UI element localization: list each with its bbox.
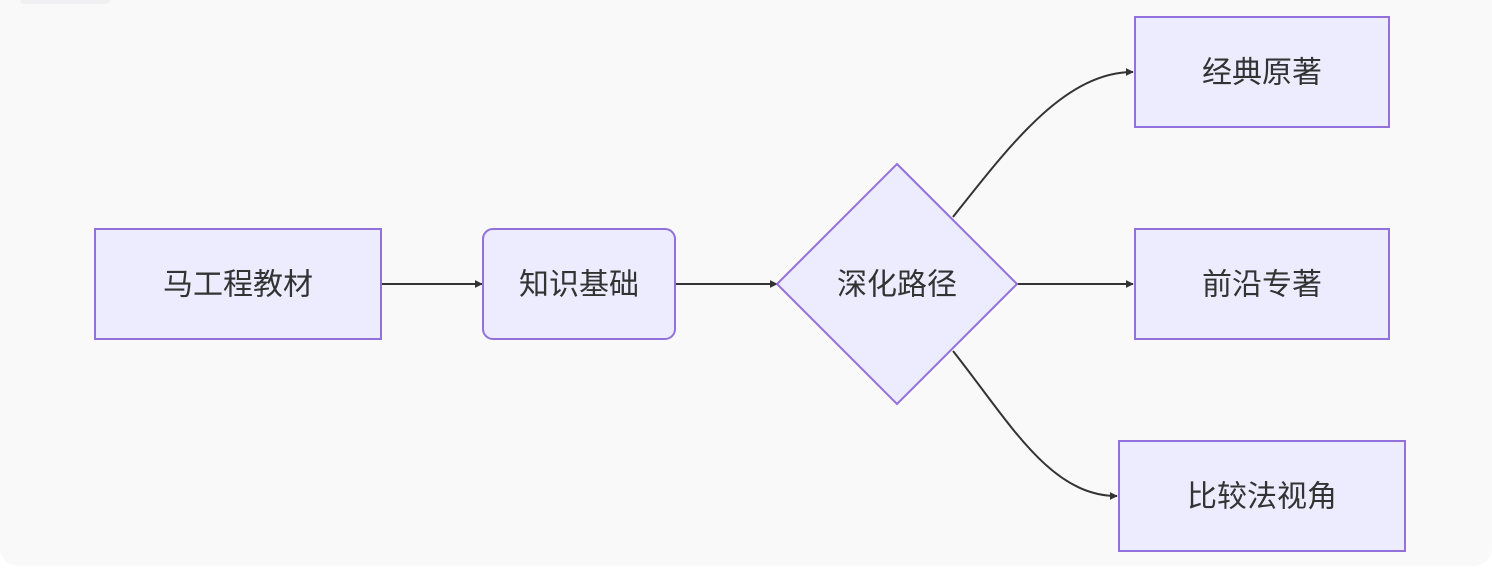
node-comparative-box <box>1118 440 1406 552</box>
node-frontier-box <box>1134 228 1390 340</box>
node-deepen[interactable]: 深化路径 <box>775 162 1019 406</box>
node-foundation-label: 知识基础 <box>519 268 639 303</box>
node-deepen-label: 深化路径 <box>837 268 957 303</box>
node-deepen-diamond <box>775 162 1019 406</box>
corner-tab <box>20 0 110 4</box>
node-foundation-box <box>482 228 676 340</box>
node-comparative-label: 比较法视角 <box>1187 480 1337 515</box>
node-textbook[interactable]: 马工程教材 <box>94 228 382 340</box>
node-classics[interactable]: 经典原著 <box>1134 16 1390 128</box>
node-frontier[interactable]: 前沿专著 <box>1134 228 1390 340</box>
node-classics-box <box>1134 16 1390 128</box>
node-classics-label: 经典原著 <box>1202 56 1322 91</box>
node-textbook-box <box>94 228 382 340</box>
edge-deepen-to-comparative <box>952 350 1118 500</box>
node-foundation[interactable]: 知识基础 <box>482 228 676 340</box>
node-textbook-label: 马工程教材 <box>163 268 313 303</box>
node-comparative[interactable]: 比较法视角 <box>1118 440 1406 552</box>
edges <box>382 68 1134 500</box>
node-frontier-label: 前沿专著 <box>1202 268 1322 303</box>
edge-deepen-to-classics <box>952 68 1134 218</box>
